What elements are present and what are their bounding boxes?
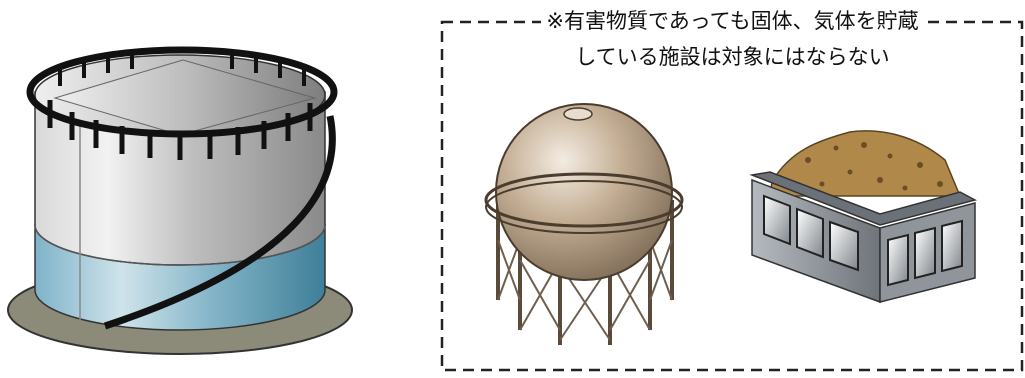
solid-material-bunker-icon [749,130,978,304]
spherical-gas-holder-icon [484,103,684,345]
oil-storage-tank-icon [7,46,353,355]
exclusion-note-line-2: している施設は対象にはならない [575,45,890,69]
exclusion-note-line-1: ※有害物質であっても固体、気体を貯蔵 [440,8,1025,34]
